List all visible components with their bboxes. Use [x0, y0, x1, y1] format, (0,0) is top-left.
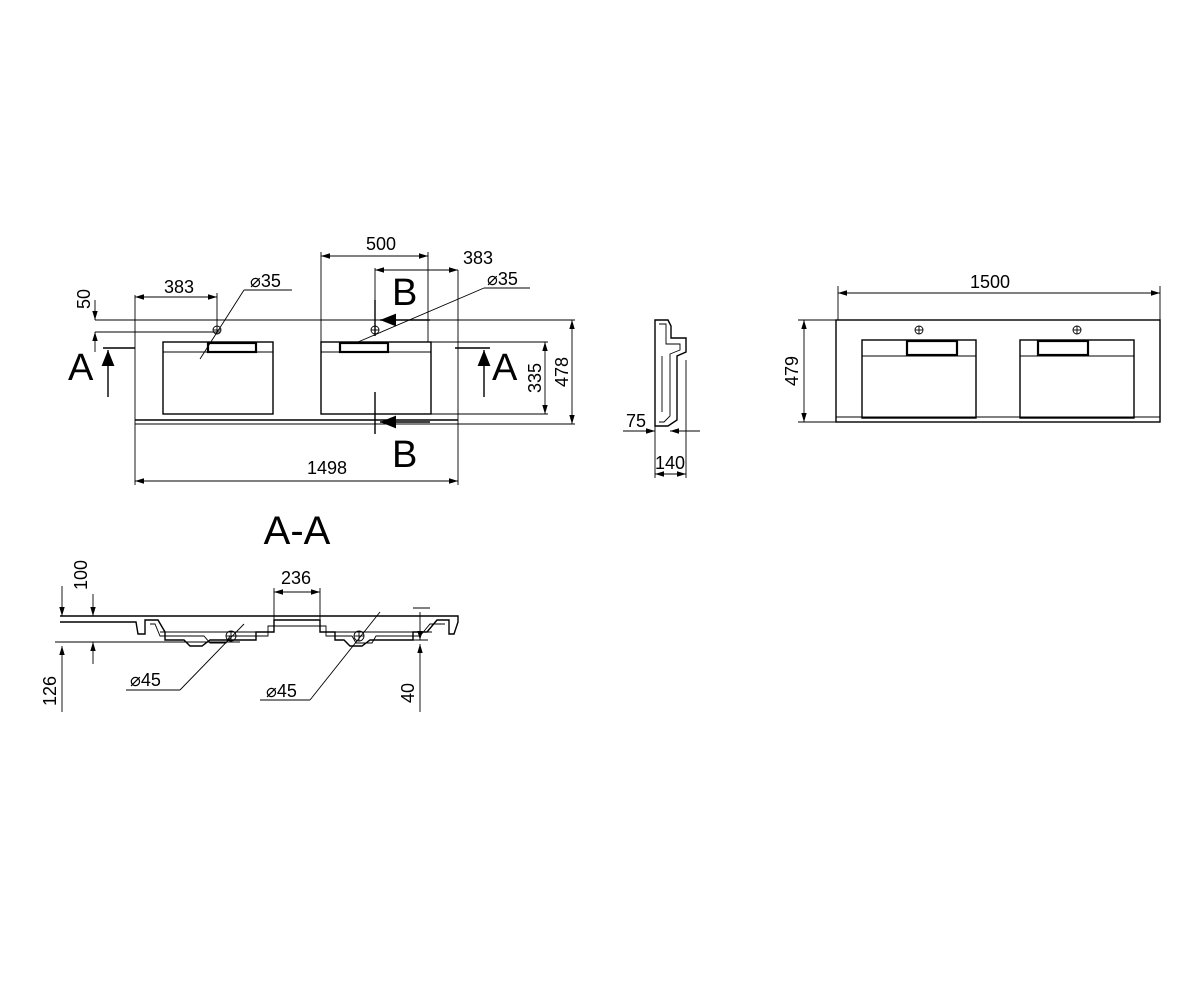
- right-basin: [320, 341, 432, 415]
- dim-basin-width: 500: [366, 234, 396, 254]
- section-b-top-label: B: [392, 272, 417, 314]
- right-drain-icon: [353, 630, 365, 642]
- dim-front-thickness: 75: [626, 411, 646, 431]
- section-b-bottom-label: B: [392, 434, 417, 476]
- dim-top-offset: 50: [74, 289, 94, 309]
- dim-right-tap-offset: 383: [463, 248, 493, 268]
- dim-iso-total-width: 1500: [970, 272, 1010, 292]
- dim-right-drain: ⌀45: [266, 681, 297, 701]
- left-drain-icon: [225, 630, 237, 642]
- dim-right-tap-hole: ⌀35: [487, 269, 518, 289]
- dim-left-tap-offset: 383: [164, 277, 194, 297]
- dim-total-height: 140: [655, 453, 685, 473]
- section-a-left-label: A: [68, 347, 94, 389]
- dim-total-width: 1498: [307, 458, 347, 478]
- dim-left-drain: ⌀45: [130, 670, 161, 690]
- left-basin: [162, 341, 274, 415]
- iso-view: 1500 479: [782, 272, 1161, 423]
- iso-left-basin: [861, 339, 977, 419]
- dim-section-total-height: 126: [40, 676, 60, 706]
- dim-basin-depth: 335: [525, 363, 545, 393]
- dim-section-top-height: 100: [71, 560, 91, 590]
- dim-total-depth: 478: [552, 357, 572, 387]
- iso-left-tap-icon: [914, 325, 924, 335]
- section-a-right-label: A: [492, 347, 518, 389]
- dim-iso-total-depth: 479: [782, 356, 802, 386]
- dim-left-tap-hole: ⌀35: [250, 271, 281, 291]
- side-view: 75 140: [623, 319, 700, 478]
- dim-drain-depth: 40: [398, 683, 418, 703]
- plan-view: 50 383 ⌀35 500 383 ⌀35 335 478 1498 A: [68, 234, 575, 485]
- dim-section-spacing: 236: [281, 568, 311, 588]
- iso-right-tap-icon: [1072, 325, 1082, 335]
- section-a-a-title: A-A: [264, 509, 331, 553]
- iso-right-basin: [1019, 339, 1135, 419]
- section-a-a: A-A 100 126 236: [40, 509, 459, 712]
